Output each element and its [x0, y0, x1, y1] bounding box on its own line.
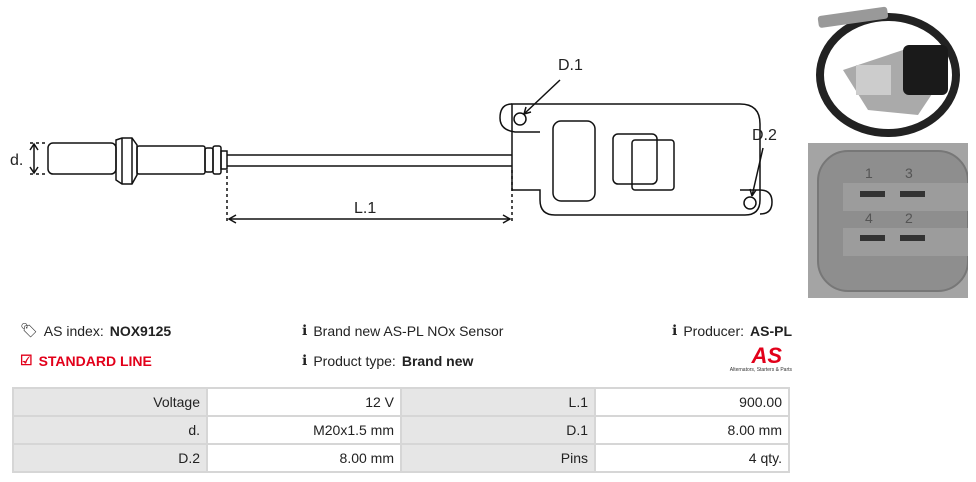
- label-l1: L.1: [354, 200, 376, 217]
- pin-3: 3: [905, 165, 913, 181]
- label-d1: D.1: [558, 57, 583, 74]
- spec-value: 900.00: [594, 387, 790, 417]
- tags-icon: 🏷: [20, 322, 38, 338]
- spec-value: 4 qty.: [594, 443, 790, 473]
- spec-value: 8.00 mm: [594, 415, 790, 445]
- pin-2: 2: [905, 210, 913, 226]
- spec-value: M20x1.5 mm: [206, 415, 402, 445]
- sensor-photo: [808, 0, 968, 140]
- spec-label: Pins: [400, 443, 596, 473]
- as-index: 🏷 AS index:NOX9125: [20, 322, 172, 339]
- spec-value: 8.00 mm: [206, 443, 402, 473]
- connector-photo: 1 3 4 2: [808, 143, 968, 298]
- pin-4: 4: [865, 210, 873, 226]
- sensor-dimension-diagram: d. L.1 D.1 D.2: [10, 57, 777, 224]
- info-icon: ℹ: [302, 322, 308, 338]
- spec-label: D.1: [400, 415, 596, 445]
- info-icon: ℹ: [672, 322, 678, 338]
- spec-label: d.: [12, 415, 208, 445]
- info-icon: ℹ: [302, 352, 308, 368]
- label-d2: D.2: [752, 127, 777, 144]
- spec-label: L.1: [400, 387, 596, 417]
- spec-label: D.2: [12, 443, 208, 473]
- as-pl-logo: AS Alternators, Starters & Parts: [729, 343, 792, 374]
- spec-label: Voltage: [12, 387, 208, 417]
- label-d: d.: [10, 152, 23, 169]
- standard-line-badge: ☑STANDARD LINE: [20, 352, 152, 369]
- spec-value: 12 V: [206, 387, 402, 417]
- pin-1: 1: [865, 165, 873, 181]
- checkbox-icon: ☑: [20, 352, 33, 368]
